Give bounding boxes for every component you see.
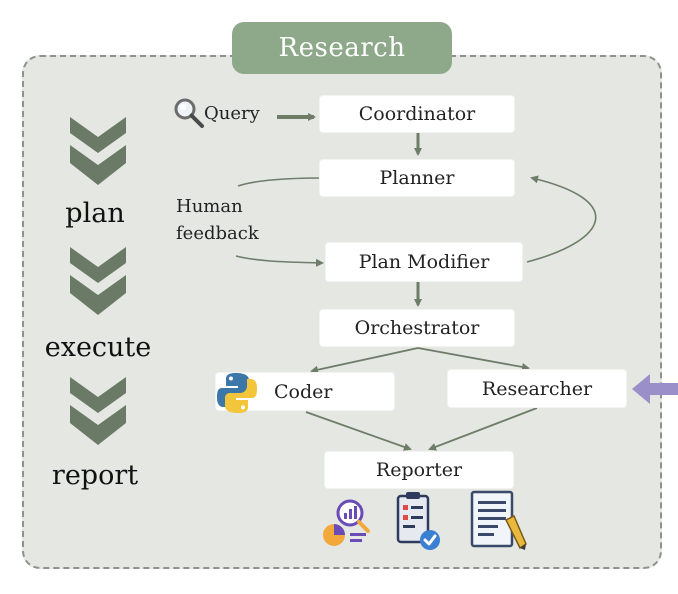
chevron-down-icon [70,377,126,445]
document-pencil-icon [470,490,527,550]
chart-report-icon [323,499,370,546]
coder-reporter-arrow [305,411,412,451]
clipboard-check-icon [396,492,440,550]
reporter-node: Reporter [325,452,513,488]
query-label: Query [204,103,260,124]
chevron-down-icon [70,247,126,315]
researcher-reporter-arrow [428,407,538,451]
orchestrator-researcher-arrow [417,347,530,371]
stage-report: report [51,460,139,491]
python-icon [217,373,257,413]
stage-plan: plan [65,198,125,229]
research-title: Research [232,22,452,74]
planner-feedback-curve [237,177,321,187]
chevron-down-icon [70,117,126,185]
orchestrator-coder-arrow [310,347,419,374]
orchestrator-node: Orchestrator [320,310,514,346]
researcher-node: Researcher [448,370,626,407]
coordinator-node: Coordinator [320,96,514,132]
modifier-planner-loop [526,175,597,263]
stage-execute: execute [44,332,152,363]
search-icon [174,98,204,128]
human-feedback-line-1: Human [176,196,243,217]
human-feedback-line-2: feedback [176,223,259,244]
plan-modifier-node: Plan Modifier [326,243,522,281]
planner-node: Planner [320,160,514,196]
human-feedback-label: Human feedback [176,193,259,247]
feedback-modifier-curve [235,255,324,267]
input-arrow-icon [632,374,678,404]
